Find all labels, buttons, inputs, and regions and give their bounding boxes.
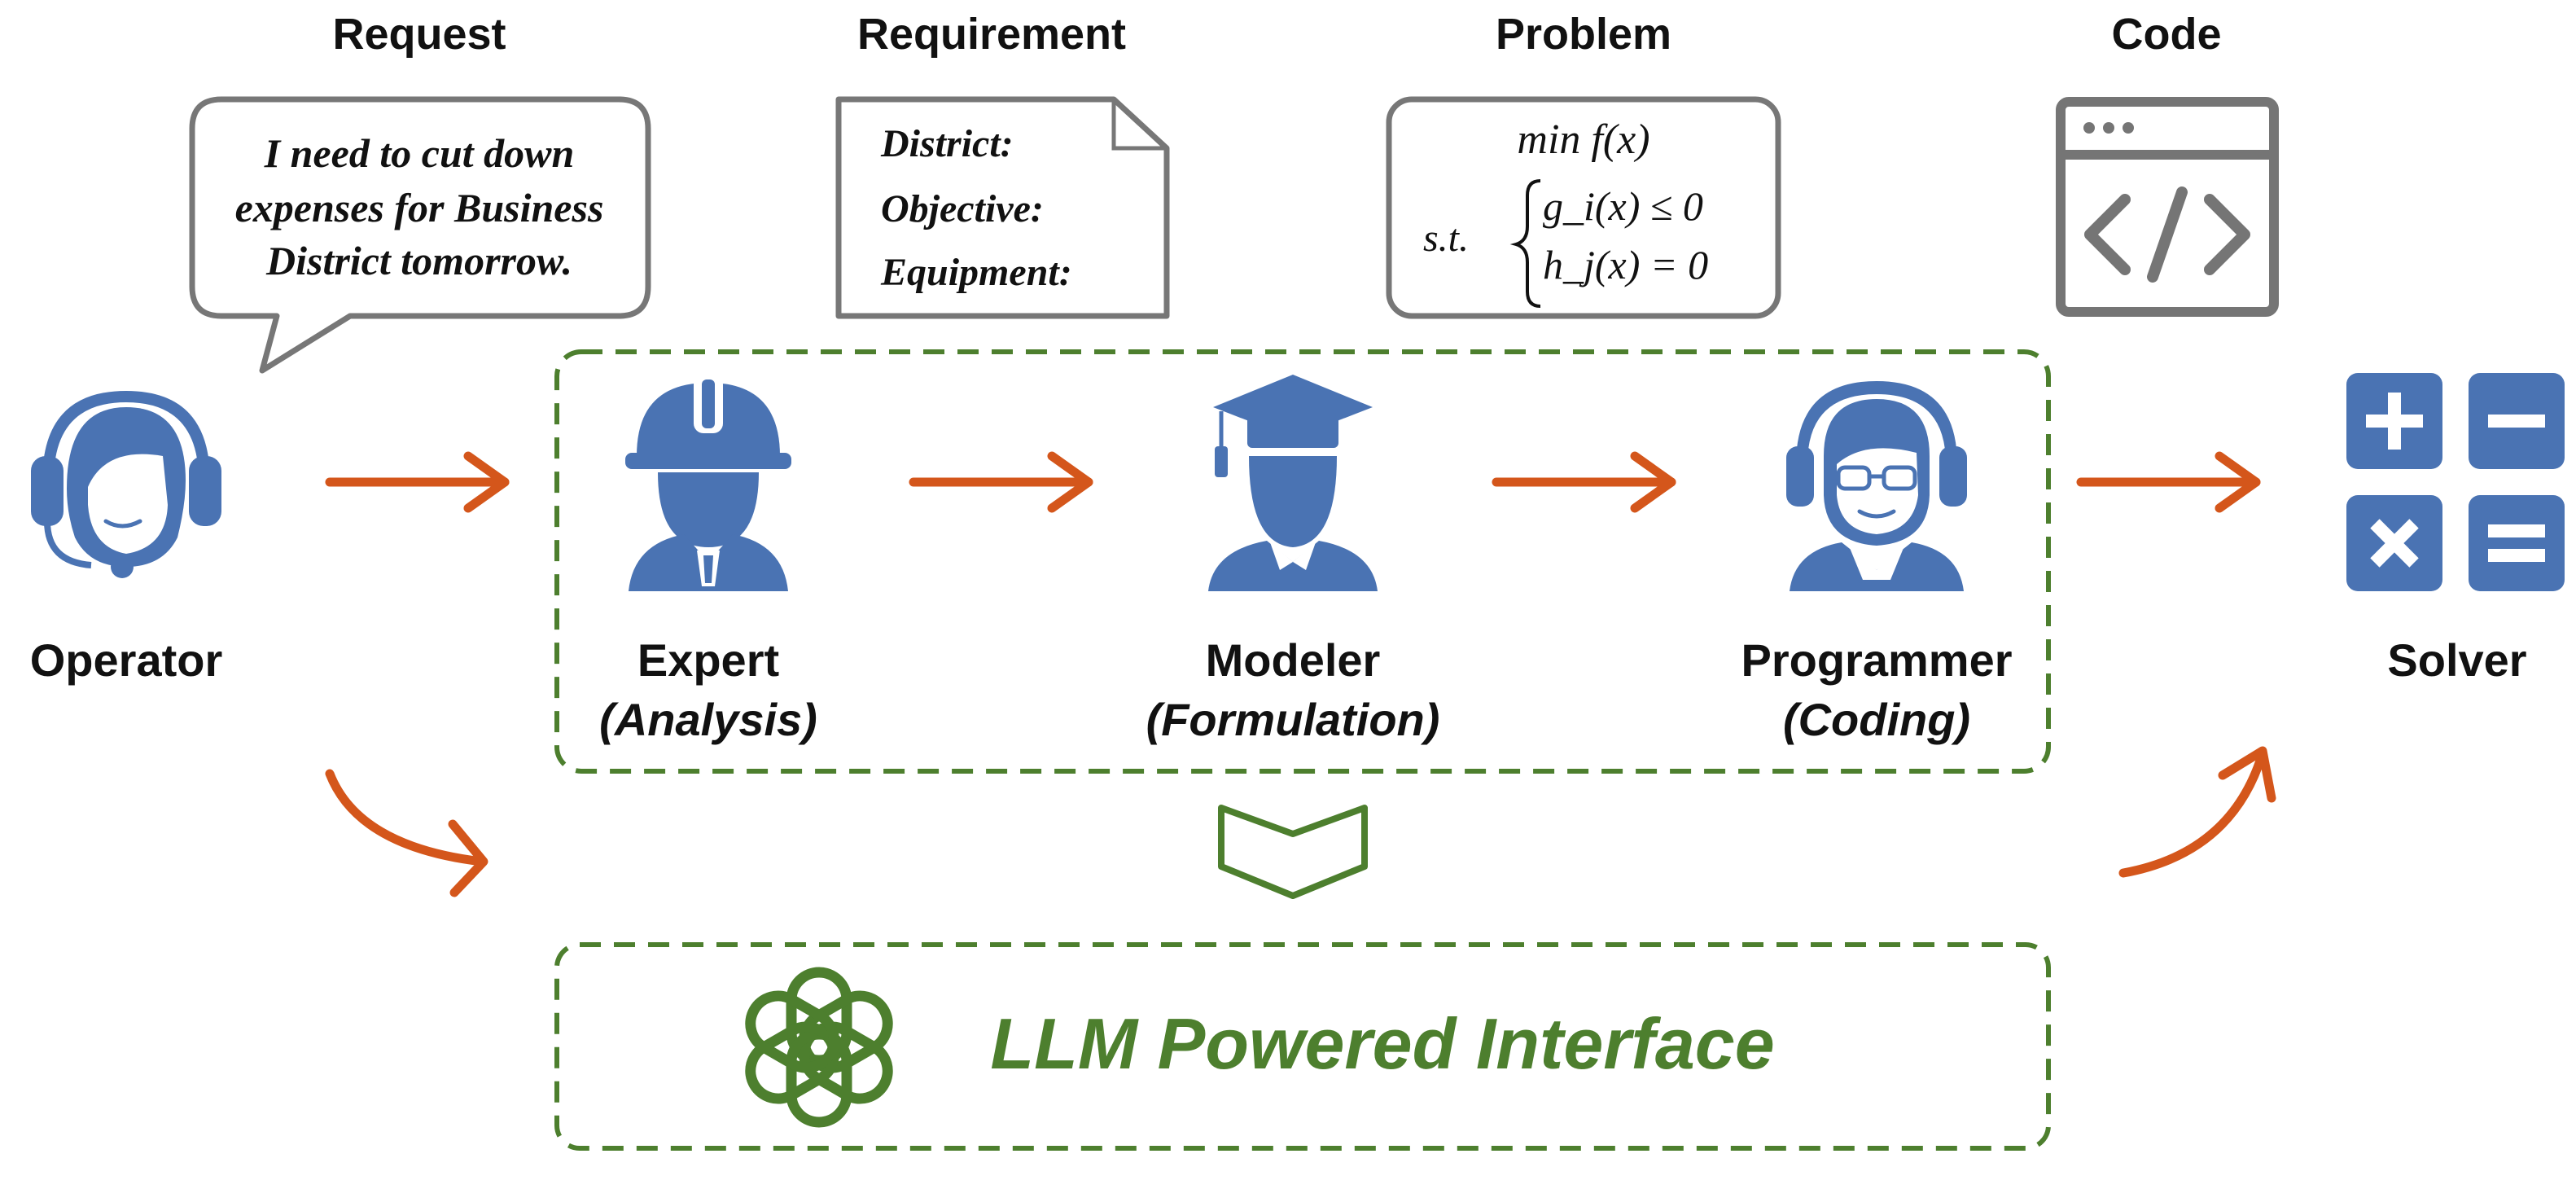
requirement-document: District: Objective: Equipment: [835, 96, 1170, 319]
headset-glasses-icon [1786, 381, 1967, 591]
agent-group-box [554, 349, 2051, 774]
header-code: Code [2112, 10, 2222, 59]
header-request: Request [332, 10, 506, 59]
problem-brace [1509, 179, 1541, 308]
requirement-field-district: District: [880, 122, 1014, 165]
graduate-cap-icon [1208, 375, 1378, 591]
problem-constraint-1: g_i(x) ≤ 0 [1543, 183, 1703, 229]
actor-solver-label: Solver [2387, 634, 2526, 686]
header-problem: Problem [1496, 10, 1671, 59]
problem-box: min f(x) s.t. g_i(x) ≤ 0 h_j(x) = 0 [1386, 96, 1781, 319]
chevron-down-outline-icon [1218, 805, 1368, 899]
request-speech-bubble: I need to cut down expenses for Business… [189, 96, 651, 374]
arrow-modeler-to-programmer [1492, 451, 1676, 513]
request-text-line2: expenses for Business [235, 185, 604, 230]
actor-expert-label: Expert [637, 634, 779, 686]
arrow-expert-to-modeler [909, 451, 1093, 513]
actor-expert-role: (Analysis) [599, 694, 817, 745]
headset-agent-icon [31, 391, 221, 578]
requirement-field-equipment: Equipment: [880, 251, 1072, 294]
actor-modeler-role: (Formulation) [1146, 694, 1440, 745]
arrow-operator-to-interface [325, 769, 488, 897]
arrow-operator-to-expert [325, 451, 510, 513]
arrow-interface-to-solver [2118, 746, 2276, 878]
problem-constraint-2: h_j(x) = 0 [1543, 242, 1708, 287]
actor-operator-label: Operator [30, 634, 223, 686]
header-requirement: Requirement [857, 10, 1126, 59]
requirement-field-objective: Objective: [881, 187, 1044, 230]
problem-objective: min f(x) [1517, 116, 1649, 163]
actor-programmer-label: Programmer [1741, 634, 2012, 686]
llm-interface-box [554, 942, 2051, 1151]
request-text-line3: District tomorrow. [265, 238, 572, 283]
openai-knot-icon [745, 967, 893, 1128]
request-text-line1: I need to cut down [264, 130, 575, 176]
actor-programmer-role: (Coding) [1783, 694, 1970, 745]
calculator-icon [2346, 373, 2565, 591]
hardhat-worker-icon [625, 375, 791, 591]
llm-interface-label: LLM Powered Interface [990, 1003, 1774, 1084]
problem-st: s.t. [1423, 217, 1469, 260]
code-window-icon [2056, 97, 2279, 317]
actor-modeler-label: Modeler [1206, 634, 1381, 686]
arrow-programmer-to-solver [2076, 451, 2261, 513]
flow-arrows [325, 451, 2276, 897]
